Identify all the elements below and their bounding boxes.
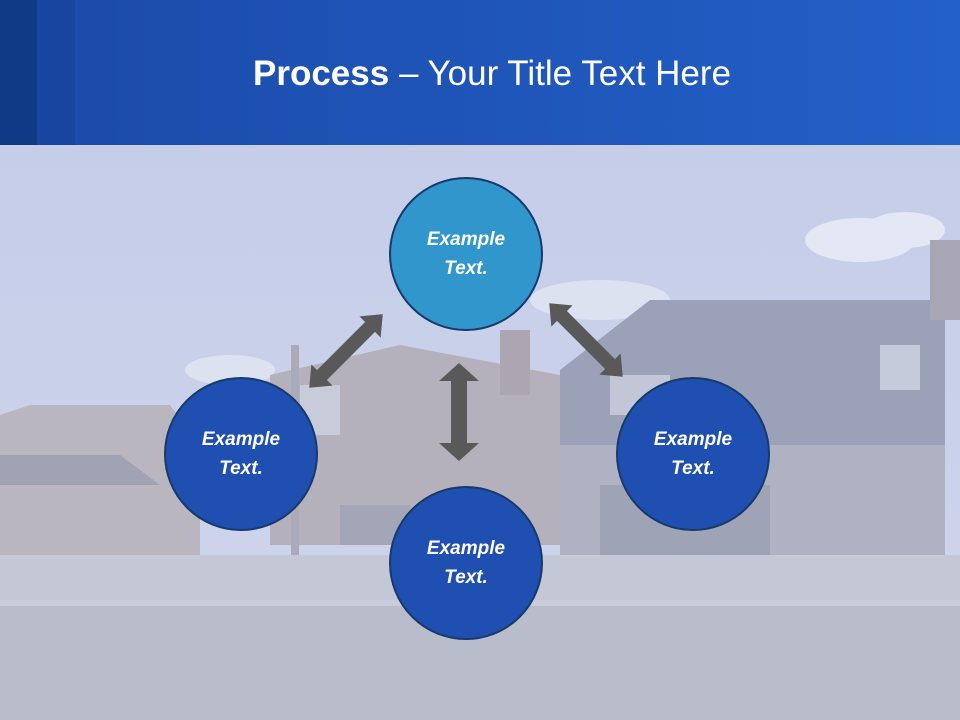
- node-bottom-text: Example Text.: [426, 538, 506, 588]
- process-node-right: Example Text.: [616, 377, 770, 531]
- header-accent-mid: [37, 0, 75, 145]
- arrow-top-left: [309, 314, 383, 388]
- process-node-left: Example Text.: [164, 377, 318, 531]
- slide-title: Process – Your Title Text Here: [0, 52, 960, 96]
- header-accent-dark: [0, 0, 37, 145]
- node-right-text: Example Text.: [653, 429, 733, 479]
- process-node-bottom: Example Text.: [389, 486, 543, 640]
- title-bold: Process: [253, 54, 390, 93]
- node-top-text: Example Text.: [426, 229, 506, 279]
- arrow-top-right: [549, 303, 623, 377]
- arrow-vertical: [439, 363, 479, 461]
- node-left-text: Example Text.: [201, 429, 281, 479]
- process-node-top: Example Text.: [389, 177, 543, 331]
- header-band: Process – Your Title Text Here: [0, 0, 960, 145]
- title-rest: – Your Title Text Here: [389, 54, 731, 93]
